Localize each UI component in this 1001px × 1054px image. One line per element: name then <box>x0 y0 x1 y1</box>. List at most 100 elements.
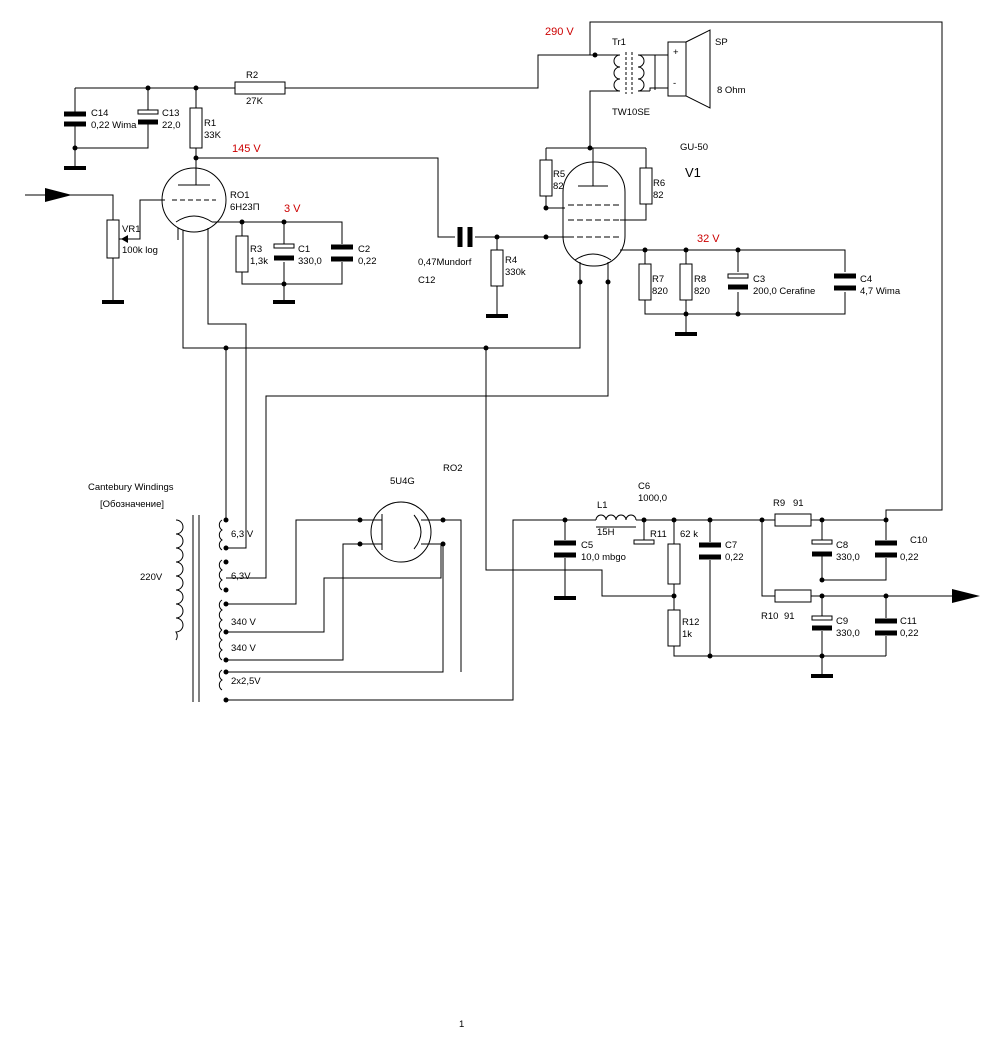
junction <box>193 155 199 161</box>
ro2-label: RO2 <box>443 463 463 474</box>
resistor-r12 <box>667 609 681 647</box>
capacitor-c12 <box>457 227 473 247</box>
capacitor-c2 <box>331 244 353 262</box>
capacitor-c9 <box>811 615 833 631</box>
resistor-r6 <box>639 167 653 205</box>
junction <box>239 219 245 225</box>
junction <box>193 85 199 91</box>
junction <box>440 517 446 523</box>
c8-label: C8 <box>836 540 848 551</box>
junction <box>357 541 363 547</box>
l1-value: 15H <box>597 527 615 538</box>
l1-label: L1 <box>597 500 608 511</box>
r5-label: R5 <box>553 169 565 180</box>
junction <box>72 145 78 151</box>
wire-cathode <box>212 221 343 244</box>
wire <box>761 520 775 597</box>
wire-v1-cathode-ground <box>644 292 846 315</box>
resistor-r9 <box>774 513 812 527</box>
ro1-label: RO1 <box>230 190 250 201</box>
voltage-145v: 145 V <box>232 143 261 155</box>
wire-v1-cathode <box>620 249 846 272</box>
r7-value: 820 <box>652 286 668 297</box>
c13-value: 22,0 <box>162 120 181 131</box>
resistor-r4 <box>490 249 504 287</box>
c10-label: C10 <box>910 535 927 546</box>
junction <box>683 311 689 317</box>
wire-heater-a <box>182 230 581 349</box>
page-number: 1 <box>459 1019 464 1030</box>
vr1-label: VR1 <box>122 224 140 235</box>
c12-label: C12 <box>418 275 435 286</box>
junction <box>577 279 583 285</box>
wire-heater-b <box>226 262 609 579</box>
c10-value: 0,22 <box>900 552 919 563</box>
capacitor-c13 <box>137 109 159 125</box>
wire <box>545 196 565 209</box>
speaker-icon <box>667 29 711 109</box>
capacitor-c8 <box>811 539 833 557</box>
output-transformer-tr1 <box>613 52 645 94</box>
r12-label: R12 <box>682 617 699 628</box>
designation-label: [Обозначение] <box>100 499 164 510</box>
tube-5u4g <box>370 501 432 563</box>
wire <box>821 556 887 581</box>
sp-impedance: 8 Ohm <box>717 85 746 96</box>
junction <box>440 541 446 547</box>
r10-label: R10 <box>761 611 778 622</box>
speaker-plus: + <box>673 47 679 58</box>
c7-value: 0,22 <box>725 552 744 563</box>
potentiometer-vr1 <box>106 219 120 259</box>
c1-label: C1 <box>298 244 310 255</box>
voltage-290v: 290 V <box>545 26 574 38</box>
resistor-r7 <box>638 263 652 301</box>
junction <box>819 577 825 583</box>
tube-v1 <box>562 148 626 267</box>
sp-label: SP <box>715 37 728 48</box>
winding-63v-a: 6,3 V <box>231 529 254 540</box>
capacitor-c1 <box>273 243 295 261</box>
wire-hv-b <box>226 544 442 633</box>
c5-label: C5 <box>581 540 593 551</box>
c8-value: 330,0 <box>836 552 860 563</box>
capacitor-c7 <box>699 542 721 560</box>
transformer-taps <box>223 517 229 703</box>
r7-label: R7 <box>652 274 664 285</box>
r11-value: 62 k <box>680 529 698 540</box>
winding-340v-b: 340 V <box>231 643 256 654</box>
junction <box>735 311 741 317</box>
r8-value: 820 <box>694 286 710 297</box>
wire-vr1-wiper <box>119 199 165 240</box>
wire <box>649 87 670 91</box>
wire-cathode-ground <box>241 262 343 285</box>
junction <box>145 85 151 91</box>
junction <box>587 145 593 151</box>
wire-plate <box>589 90 620 148</box>
wire-secondary <box>638 54 656 90</box>
capacitor-c14 <box>64 111 86 127</box>
r4-value: 330k <box>505 267 526 278</box>
capacitor-c6 <box>633 539 655 545</box>
resistor-r1 <box>189 107 203 149</box>
r1-label: R1 <box>204 118 216 129</box>
c12-value: 0,47Mundorf <box>418 257 472 268</box>
winding-25v: 2x2,5V <box>231 676 261 687</box>
junction <box>357 517 363 523</box>
choke-l1 <box>595 514 637 521</box>
voltage-32v: 32 V <box>697 233 720 245</box>
junction <box>592 52 598 58</box>
resistor-r10 <box>774 589 812 603</box>
capacitor-c3 <box>727 273 749 290</box>
wire-filament-a <box>226 544 444 673</box>
resistor-r8 <box>679 263 693 301</box>
wire-heater-c <box>207 230 247 549</box>
c4-value: 4,7 Wima <box>860 286 901 297</box>
junction <box>281 219 287 225</box>
junction <box>223 345 229 351</box>
tr1-model: TW10SE <box>612 107 650 118</box>
wire-hv-a <box>226 519 360 605</box>
r2-label: R2 <box>246 70 258 81</box>
wire-ground-return <box>485 348 675 597</box>
r6-value: 82 <box>653 190 664 201</box>
junction <box>707 653 713 659</box>
